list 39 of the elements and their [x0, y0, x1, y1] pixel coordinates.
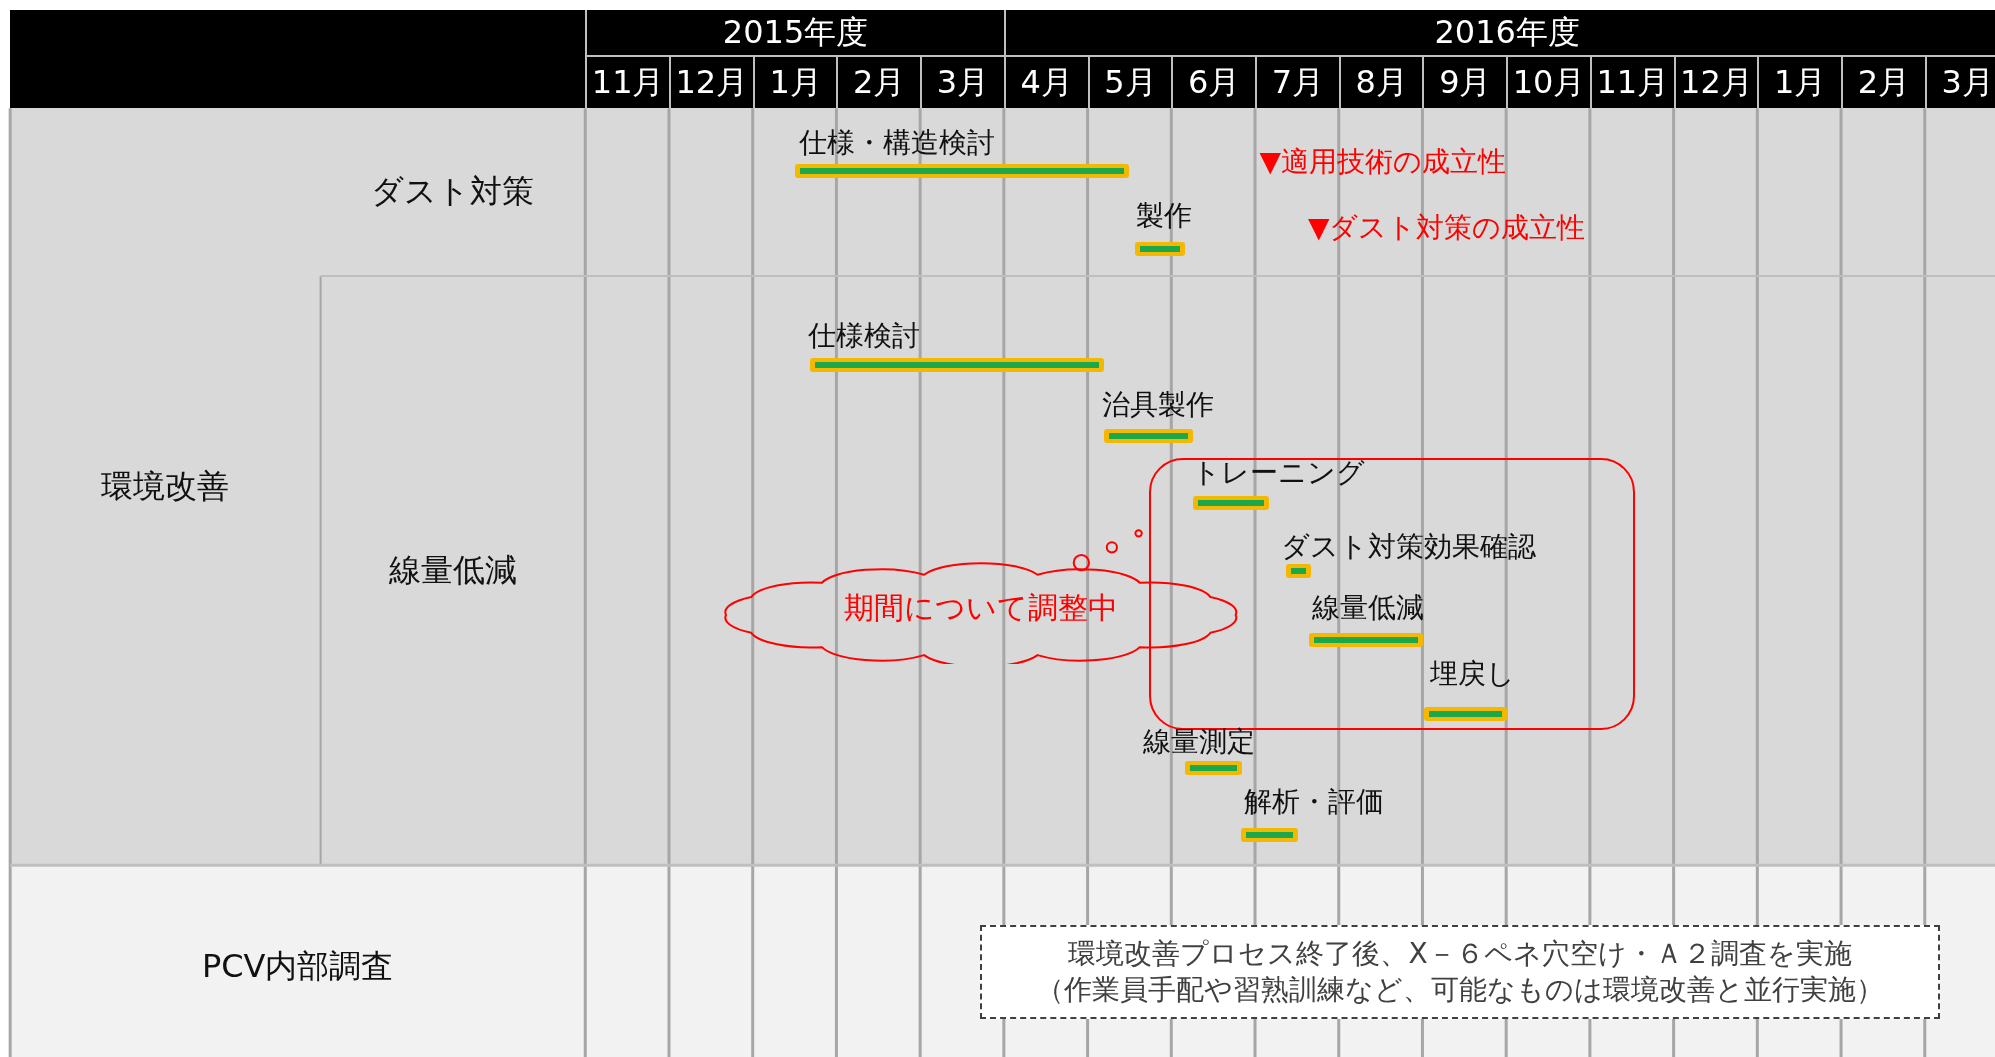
month-header: 1月	[1757, 57, 1842, 109]
month-header: 11月	[585, 57, 669, 109]
year-header: 2015年度	[585, 10, 1004, 58]
task-label: 製作	[1136, 202, 1193, 231]
month-header: 3月	[920, 57, 1004, 109]
month-header: 2月	[1841, 57, 1925, 109]
task-label: トレーニング	[1191, 458, 1365, 487]
task-label: 線量低減	[1312, 593, 1425, 622]
month-header: 9月	[1422, 57, 1507, 109]
month-header: 11月	[1589, 57, 1674, 109]
month-header: 1月	[752, 57, 837, 109]
row-header: ダスト対策	[371, 171, 535, 213]
task-label: 治具製作	[1101, 390, 1214, 419]
task-label: 仕様・構造検討	[799, 128, 995, 157]
month-header: 6月	[1171, 57, 1255, 109]
note-text: （作業員手配や習熟訓練など、可能なものは環境改善と並行実施）	[1036, 972, 1884, 1009]
year-header: 2016年度	[1003, 10, 1995, 58]
milestone-label: ▼適用技術の成立性	[1259, 143, 1507, 180]
task-label: 線量測定	[1142, 727, 1255, 756]
row-header: 環境改善	[101, 465, 230, 507]
milestone-label: ▼ダスト対策の成立性	[1307, 209, 1586, 246]
note-text: 環境改善プロセス終了後、X－６ペネ穴空け・Ａ２調査を実施	[1068, 935, 1852, 972]
task-label: 埋戻し	[1429, 659, 1515, 688]
row-header: PCV内部調査	[201, 945, 394, 987]
month-header: 3月	[1924, 57, 1995, 109]
month-header: 8月	[1338, 57, 1423, 109]
month-header: 10月	[1506, 57, 1590, 109]
month-header: 4月	[1003, 57, 1088, 109]
callout-text: 期間について調整中	[842, 592, 1119, 623]
month-header: 12月	[669, 57, 753, 109]
task-label: 仕様検討	[807, 321, 920, 350]
task-label: ダスト対策効果確認	[1280, 532, 1536, 561]
month-header: 5月	[1087, 57, 1172, 109]
month-header: 7月	[1255, 57, 1339, 109]
month-header: 12月	[1673, 57, 1758, 109]
note-box	[979, 924, 1941, 1020]
month-header: 2月	[836, 57, 921, 109]
row-header: 線量低減	[388, 549, 517, 591]
task-label: 解析・評価	[1244, 787, 1385, 816]
